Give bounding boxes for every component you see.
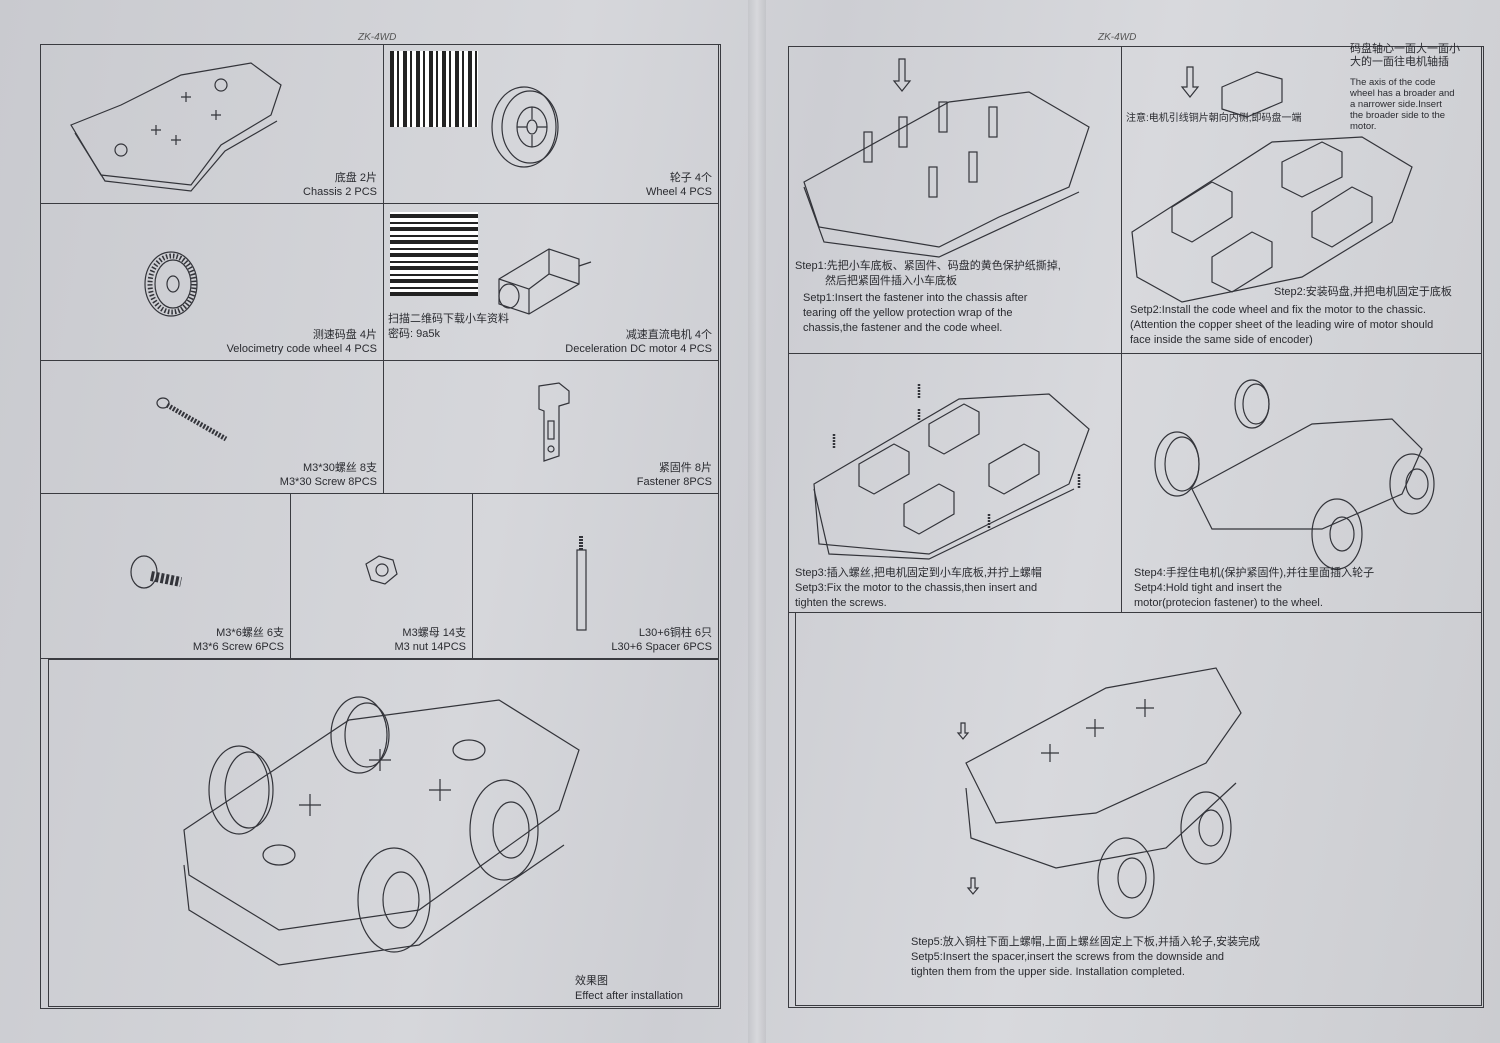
paper-fold — [748, 0, 766, 1043]
wheel-icon — [1389, 453, 1435, 515]
step2-illustration — [1131, 66, 1413, 303]
wheel-icon — [1154, 431, 1200, 497]
motor-illustration — [498, 248, 592, 315]
step3-illustration — [813, 384, 1090, 560]
wheel-icon — [357, 847, 431, 953]
step2-caption-en: Setp2:Install the code wheel and fix the… — [1130, 304, 1434, 346]
m3-nut-illustration — [365, 555, 398, 585]
step2-note: 注意:电机引线铜片朝向内侧,即码盘一端 — [1126, 113, 1302, 124]
down-arrow-icon — [892, 58, 912, 92]
chassis-illustration — [70, 62, 282, 192]
model-label-right: ZK-4WD — [1098, 32, 1137, 43]
assembled-car-illustration — [183, 696, 580, 966]
down-arrow-icon — [1180, 66, 1200, 98]
wheel-icon — [208, 745, 274, 835]
down-arrow-icon — [956, 722, 970, 740]
wheel-icon — [1311, 498, 1363, 570]
code-wheel-illustration — [144, 251, 198, 317]
qr-download-note: 扫描二维码下载小车资料密码: 9a5k — [388, 313, 509, 340]
wheel-illustration — [491, 86, 559, 168]
model-label-left: ZK-4WD — [358, 32, 397, 43]
wheel-icon — [1097, 837, 1155, 919]
step1-illustration — [803, 58, 1090, 258]
step2-cell: 注意:电机引线铜片朝向内侧,即码盘一端 码盘轴心一面大一面小大的一面往电机轴插 … — [1121, 43, 1482, 354]
step1-caption: Step1:先把小车底板、紧固件、码盘的黄色保护纸撕掉, 然后把紧固件插入小车底… — [795, 260, 1061, 334]
qr-code-icon — [390, 51, 478, 127]
wheel-icon — [1180, 791, 1232, 865]
m3x30-screw-illustration — [156, 397, 228, 442]
spacer-illustration — [576, 536, 587, 631]
up-arrow-icon — [966, 877, 980, 895]
step2-caption-cn: Step2:安装码盘,并把电机固定于底板 — [1274, 286, 1452, 298]
code-wheel-axis-note-cn: 码盘轴心一面大一面小大的一面往电机轴插 — [1350, 43, 1460, 68]
step4-illustration — [1154, 379, 1435, 570]
fastener-illustration — [538, 382, 570, 462]
m3x6-screw-illustration — [130, 555, 182, 589]
wheel-icon — [1234, 379, 1270, 429]
step1-cell: Step1:先把小车底板、紧固件、码盘的黄色保护纸撕掉, 然后把紧固件插入小车底… — [788, 46, 1122, 354]
wheel-icon — [330, 696, 390, 774]
qr-code-icon — [390, 212, 478, 296]
wheel-icon — [469, 779, 539, 881]
step5-illustration — [956, 667, 1242, 919]
